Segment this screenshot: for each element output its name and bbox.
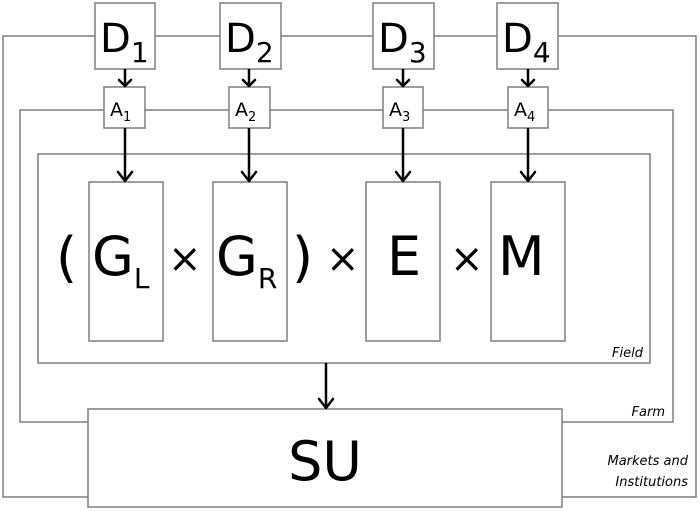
arrow-d2-a2 [241, 69, 257, 88]
arrow-d4-a4 [520, 69, 536, 88]
factor-box-gl [88, 181, 164, 342]
action-box-3 [382, 86, 424, 129]
arrow-d1-a1 [117, 69, 133, 88]
factor-box-e [365, 181, 441, 342]
driver-box-1 [94, 2, 156, 70]
action-label-3: A3 [389, 99, 410, 125]
factor-label-e: E [387, 225, 421, 288]
arrow-field-su [317, 363, 335, 410]
arrow-a2-gr [240, 128, 258, 183]
farm-frame-right [548, 109, 674, 423]
action-label-4: A4 [514, 99, 535, 125]
action-box-4 [507, 86, 549, 129]
action-box-1 [103, 86, 146, 129]
markets-frame-right [558, 35, 697, 498]
su-box [87, 408, 563, 508]
markets-label-line1: Markets and [607, 454, 688, 469]
markets-label-line2: Institutions [615, 475, 688, 490]
arrow-a1-gl [116, 128, 134, 183]
times-operator-2: × [326, 236, 360, 282]
farm-frame-left [19, 109, 104, 423]
field-label: Field [612, 346, 644, 361]
arrow-d3-a3 [395, 69, 411, 88]
times-operator-3: × [450, 236, 484, 282]
open-paren: ( [56, 226, 77, 289]
arrow-a4-m [519, 128, 537, 183]
markets-frame [2, 35, 95, 498]
times-operator-1: × [168, 236, 202, 282]
action-label-1: A1 [110, 99, 131, 125]
action-label-2: A2 [235, 99, 256, 125]
driver-label-3: D3 [378, 16, 427, 69]
factor-label-gr: GR [216, 225, 277, 295]
driver-label-1: D1 [100, 16, 149, 69]
driver-box-4 [496, 2, 559, 70]
factor-box-m [490, 181, 566, 342]
driver-label-4: D4 [502, 16, 551, 69]
outcome-label: SU [288, 430, 362, 493]
factor-box-gr [212, 181, 288, 342]
farm-label: Farm [632, 405, 665, 420]
driver-label-2: D2 [225, 16, 274, 69]
driver-box-2 [219, 2, 282, 70]
factor-label-gl: GL [92, 225, 150, 295]
factor-label-m: M [498, 225, 545, 288]
arrow-a3-e [394, 128, 412, 183]
close-paren: ) [292, 226, 313, 289]
